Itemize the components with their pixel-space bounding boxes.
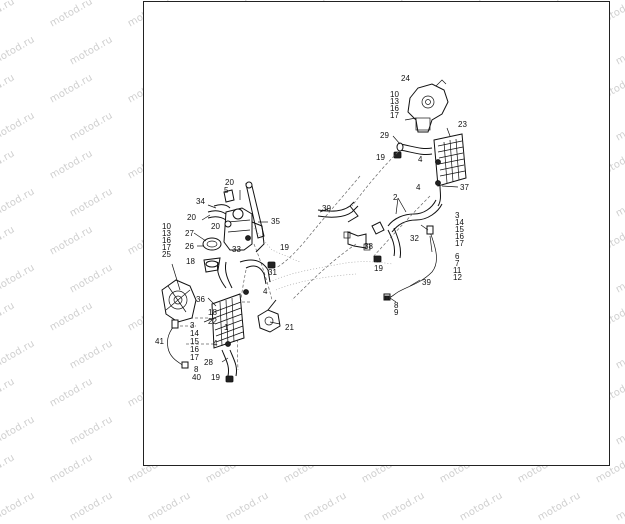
callout: 20 [225,178,234,187]
sensor-wire-39-part [383,225,437,301]
callout: 17 [455,239,464,248]
callout: 23 [458,120,467,129]
watermark-text: motod.ru [536,490,583,524]
callout: 20 [187,213,196,222]
callout: 12 [453,273,462,282]
watermark-text: motod.ru [146,490,193,524]
callout: 6 [455,252,460,261]
callout: 1 [224,323,229,332]
watermark-text: motod.ru [0,490,37,524]
hose-32-part [387,227,401,259]
callout: 4 [416,183,421,192]
sensor-wire-41-part [167,319,189,369]
callout: 17 [162,243,171,252]
watermark-text: motod.ru [380,490,427,524]
hose-29-part [396,142,433,155]
callout: 13 [390,97,399,106]
callout: 36 [196,295,205,304]
callout: 4 [418,155,423,164]
callout: 19 [374,264,383,273]
callout: 8 [394,301,399,310]
callout: 9 [394,308,399,317]
filler-tube-35-part [245,181,265,239]
callout: 17 [190,353,199,362]
radiator-hoses-part [217,235,271,377]
callout: 39 [422,278,431,287]
callout: 11 [453,266,462,275]
expansion-tank-part [223,207,265,253]
callout: 14 [455,218,464,227]
callout: 33 [232,245,241,254]
pipe-30-part [317,201,359,223]
callout: 4 [263,287,268,296]
callout: 34 [196,197,205,206]
callout: 31 [268,268,277,277]
callout: 16 [162,236,171,245]
callout: 40 [192,373,201,382]
callout: 27 [185,229,194,238]
watermark-text: motod.ru [302,490,349,524]
callout: 20 [211,222,220,231]
leader-lines [171,117,459,363]
hose-small-upper-right [435,159,441,207]
watermark-text: motod.ru [224,490,271,524]
watermark-text: motod.ru [614,490,625,524]
callout: 3 [455,211,460,220]
callout: 10 [162,222,171,231]
callout: 32 [410,234,419,243]
watermark-text: motod.ru [68,490,115,524]
callout: 14 [190,329,199,338]
hose-2-part [371,199,443,235]
callout: 8 [194,365,199,374]
callout: 16 [390,104,399,113]
callout: 17 [390,111,399,120]
callout: 5 [224,186,229,195]
callout: 2 [393,193,398,202]
bracket-38-part [343,231,371,251]
callout: 29 [380,131,389,140]
radiator-cap-26-part [202,237,222,273]
callout: 13 [162,229,171,238]
callout: 4 [213,339,218,348]
callout: 28 [204,358,213,367]
hose-clamp-19-upper [393,151,402,159]
cooling-system-exploded-diagram: 24 10 13 16 17 23 29 19 4 4 37 20 5 34 2… [155,74,469,383]
callout: 24 [401,74,410,83]
callout: 37 [460,183,469,192]
callout: 19 [376,153,385,162]
callout: 16 [190,345,199,354]
callout: 38 [364,242,373,251]
callout: 41 [155,337,164,346]
callout: 18 [186,257,195,266]
callout: 18 [208,308,217,317]
callout: 10 [390,90,399,99]
oil-cooler-radiator-part [433,133,467,187]
watermark-text: motod.ru [458,490,505,524]
callout: 22 [208,317,217,326]
callout: 35 [271,217,280,226]
main-radiator-1-part [211,293,245,349]
callout: 26 [185,242,194,251]
fan-shroud-part [161,279,197,323]
hose-clamp-19-middle [373,255,382,263]
callout-labels: 24 10 13 16 17 23 29 19 4 4 37 20 5 34 2… [155,74,469,382]
callout: 30 [322,204,331,213]
callout: 15 [190,337,199,346]
callout: 7 [455,259,460,268]
thermostat-housing-part [407,79,449,133]
callout: 3 [190,321,195,330]
callout: 19 [211,373,220,382]
hose-clamps-lower [225,341,234,383]
callout: 21 [285,323,294,332]
water-pump-21-part [257,299,281,333]
small-hoses-20-34 [207,189,235,228]
hose-clamp-31 [267,261,276,269]
callout: 25 [162,250,171,259]
callout: 15 [455,225,464,234]
callout: 19 [280,243,289,252]
callout: 16 [455,232,464,241]
